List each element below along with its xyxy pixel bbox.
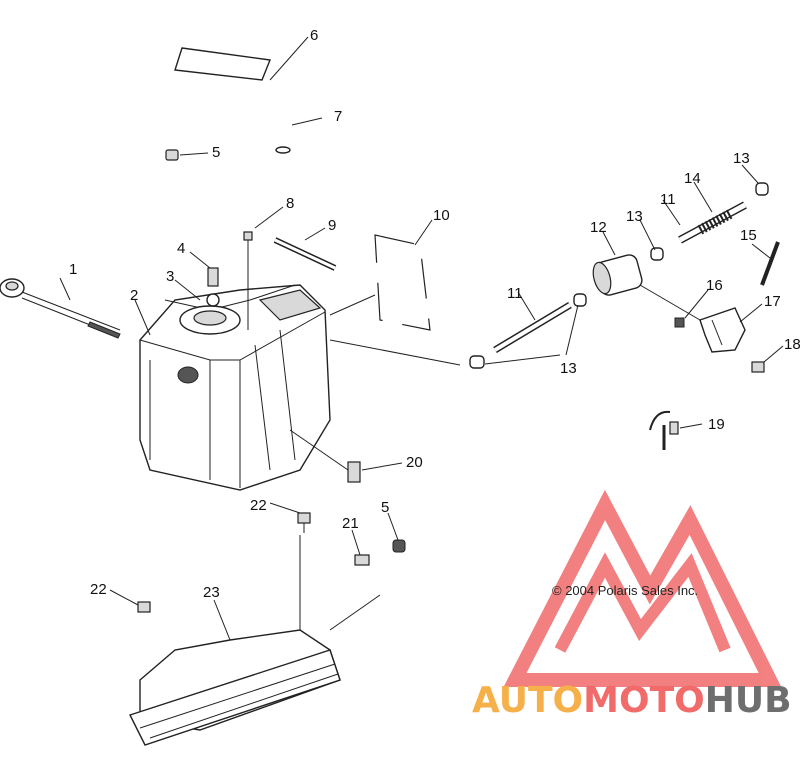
callout-labels: 1 2 3 4 5 5 6 7 8 9 10 11 11 12 13 13 13… [69, 27, 800, 601]
fuel-sender [0, 278, 121, 339]
nut-part-5-lower [392, 539, 406, 553]
hose-part-11-lower [493, 301, 572, 354]
callout-13-top: 13 [733, 150, 750, 167]
callout-3: 3 [166, 268, 174, 285]
callout-6: 6 [310, 27, 318, 44]
callout-9: 9 [328, 217, 336, 234]
rod-part-15 [760, 241, 780, 286]
callout-13-lower: 13 [560, 360, 577, 377]
nut-part-16 [674, 317, 685, 328]
callout-12: 12 [590, 219, 607, 236]
callout-23: 23 [203, 584, 220, 601]
callout-22-lower: 22 [90, 581, 107, 598]
callout-1: 1 [69, 261, 77, 278]
fuel-tank [139, 284, 331, 491]
callout-11-lower: 11 [507, 285, 523, 302]
callout-10: 10 [433, 207, 450, 224]
bracket-part-17 [699, 307, 746, 353]
callout-18: 18 [784, 336, 800, 353]
canister-part-12 [592, 254, 643, 296]
watermark-text-auto: AUTO [472, 680, 583, 721]
clip-part-5-top [165, 149, 179, 161]
callout-5-lower: 5 [381, 499, 389, 516]
callout-7: 7 [334, 108, 342, 125]
screw-part-8 [243, 231, 253, 330]
skid-plate-part-23 [129, 535, 381, 746]
watermark-text: AUTOMOTOHUB [472, 680, 792, 721]
callout-13-mid: 13 [626, 208, 643, 225]
cap-part-13-mid [573, 293, 587, 307]
bolt-part-18 [751, 361, 765, 373]
plate-part-10 [374, 234, 431, 331]
bracket-part-20 [289, 429, 361, 483]
callout-11-upper: 11 [660, 191, 676, 208]
callout-leaders [59, 36, 784, 641]
callout-16: 16 [706, 277, 723, 294]
callout-21: 21 [342, 515, 359, 532]
rod-part-9 [273, 237, 337, 271]
fuel-cap [206, 267, 220, 307]
callout-5-top: 5 [212, 144, 220, 161]
callout-17: 17 [764, 293, 781, 310]
roll-bar [165, 2, 291, 154]
callout-22-upper: 22 [250, 497, 267, 514]
watermark-text-moto: MOTO [583, 680, 705, 721]
watermark-logo-icon [503, 489, 782, 687]
callout-2: 2 [130, 287, 138, 304]
clamp-part-19 [649, 410, 679, 450]
watermark-text-hub: HUB [705, 680, 792, 721]
copyright-text: © 2004 Polaris Sales Inc. [552, 583, 698, 598]
callout-15: 15 [740, 227, 757, 244]
callout-19: 19 [708, 416, 725, 433]
callout-20: 20 [406, 454, 423, 471]
cap-part-13-left [469, 355, 485, 369]
cap-part-13-upper [650, 247, 664, 261]
bolt-part-21 [354, 554, 370, 566]
callout-14: 14 [684, 170, 701, 187]
callout-4: 4 [177, 240, 185, 257]
bolt-part-22-upper [297, 512, 311, 533]
bolt-part-22-lower [137, 601, 151, 613]
callout-8: 8 [286, 195, 294, 212]
hose-part-11-upper [678, 201, 747, 244]
cap-part-13-top [755, 182, 769, 196]
